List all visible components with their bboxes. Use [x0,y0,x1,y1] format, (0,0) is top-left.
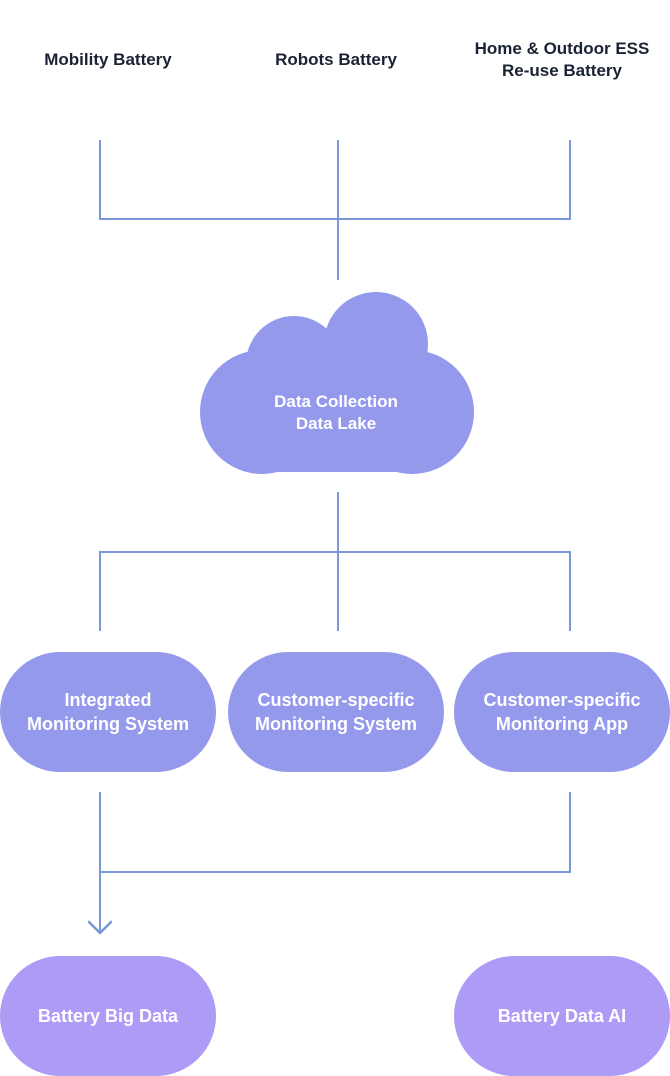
source-label-line: Robots Battery [275,50,397,69]
source-label-mobility: Mobility Battery [8,49,208,71]
source-label-line: Re-use Battery [502,61,622,80]
node-label-line: Customer-specific [483,690,641,710]
middle-connector [99,492,571,631]
integrated-monitoring-system-node: Integrated Monitoring System [0,652,216,772]
node-label-line: Monitoring App [495,714,629,734]
source-label-line: Mobility Battery [44,50,172,69]
node-label-line: Battery Big Data [37,1006,179,1026]
data-lake-label: Data Collection Data Lake [236,391,436,435]
customer-monitoring-system-node: Customer-specific Monitoring System [228,652,444,772]
cloud-shape [200,292,474,474]
arrow-down-icon [87,920,113,935]
source-label-ess: Home & Outdoor ESS Re-use Battery [452,38,670,82]
data-lake-label-line: Data Collection [274,392,398,411]
top-connector [99,140,571,280]
data-lake-label-line: Data Lake [295,414,377,433]
source-label-line: Home & Outdoor ESS [474,39,650,58]
node-label-line: Battery Data AI [497,1006,627,1026]
customer-monitoring-app-node: Customer-specific Monitoring App [454,652,670,772]
bottom-connector [87,792,571,935]
node-label-line: Integrated [64,690,152,710]
source-label-robots: Robots Battery [236,49,436,71]
node-label-line: Customer-specific [257,690,415,710]
node-label-line: Monitoring System [26,714,189,734]
battery-data-ai-node: Battery Data AI [454,956,670,1076]
node-label-line: Monitoring System [254,714,417,734]
battery-big-data-node: Battery Big Data [0,956,216,1076]
